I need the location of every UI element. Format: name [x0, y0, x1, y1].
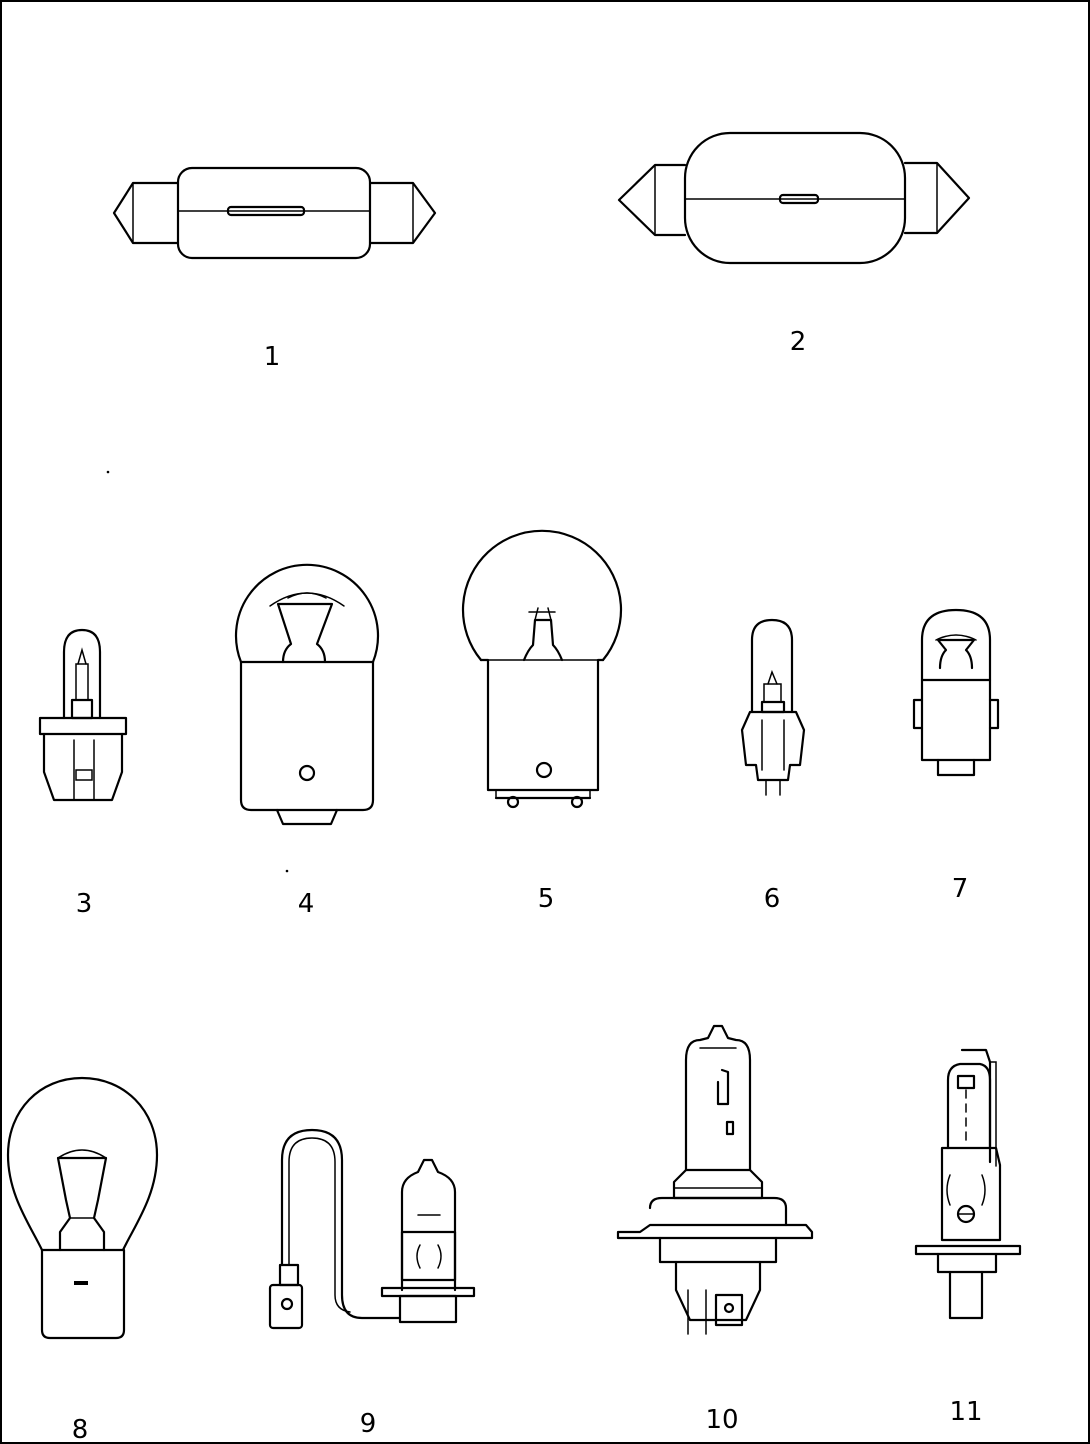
bulb-7-miniature-bayonet — [912, 608, 1000, 777]
bulb-4-single-contact — [234, 563, 380, 826]
label-5: 5 — [538, 884, 555, 914]
bulb-10-h4-halogen — [616, 1024, 814, 1335]
bulb-2-festoon-large — [617, 131, 971, 265]
bulb-6-wedge — [740, 618, 806, 796]
label-11: 11 — [949, 1397, 982, 1427]
bulb-8-large-bayonet — [6, 1076, 159, 1340]
label-1: 1 — [264, 342, 281, 372]
label-7: 7 — [952, 874, 969, 904]
speck — [106, 470, 110, 474]
speck — [285, 869, 289, 873]
label-10: 10 — [705, 1405, 738, 1435]
bulb-1-festoon-small — [112, 166, 437, 260]
label-3: 3 — [76, 889, 93, 919]
label-8: 8 — [72, 1415, 89, 1444]
label-4: 4 — [298, 889, 315, 919]
bulb-3-wedge-socket — [38, 628, 128, 802]
label-6: 6 — [764, 884, 781, 914]
bulb-5-double-contact — [461, 529, 623, 809]
label-9: 9 — [360, 1409, 377, 1439]
label-2: 2 — [790, 327, 807, 357]
bulb-11-h1-halogen — [914, 1048, 1022, 1320]
bulb-9-h3-halogen — [268, 1128, 476, 1330]
